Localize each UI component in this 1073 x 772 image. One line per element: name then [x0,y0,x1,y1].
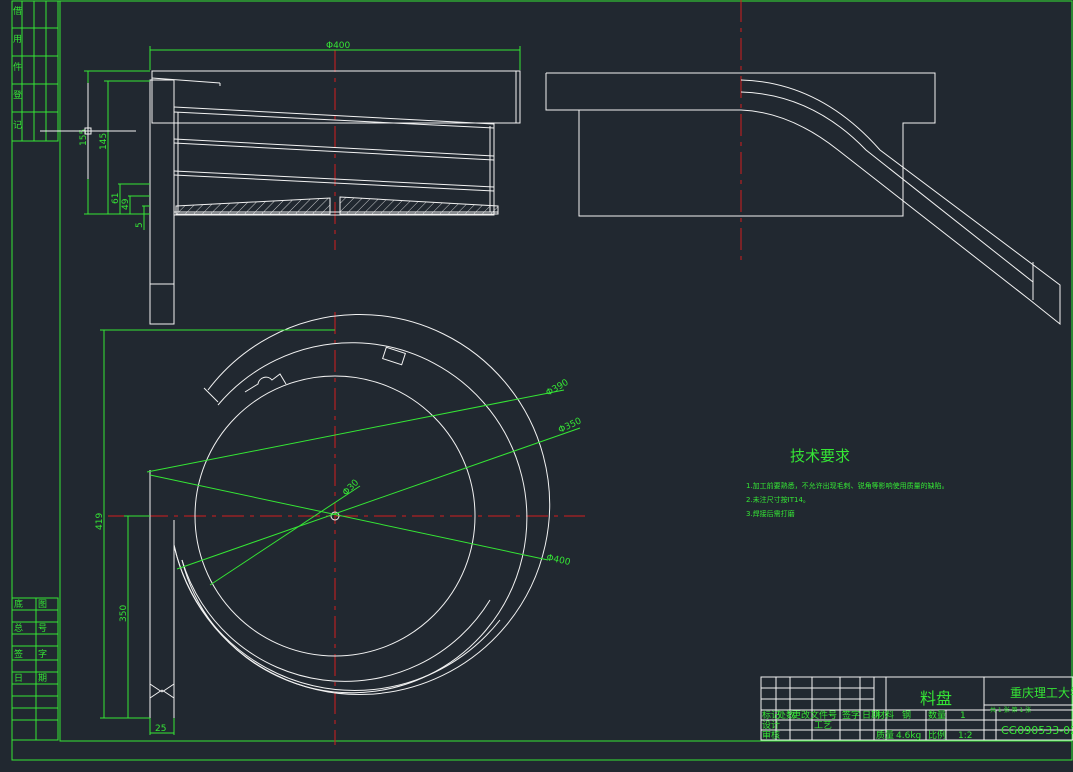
dim-dia-400: Φ400 [545,553,571,568]
tech-req-title: 技术要求 [790,447,850,465]
dim-v-inner: 350 [119,605,129,622]
dim-h-c: 5 [135,222,145,228]
scale-label: 比例 [928,729,946,741]
front-section-view [149,70,521,325]
top-view [149,314,551,718]
left-strip-label: 图 [38,599,47,610]
process-label: 工艺 [814,720,832,731]
mass-value: 4.6kg [896,731,921,741]
sign-label: 签字 [842,709,860,721]
check-label: 审核 [762,729,780,741]
material-label: 材料 [876,709,894,721]
left-strip-label: 日 [14,673,23,684]
side-view [545,72,1061,326]
mass-label: 质量 [876,729,894,741]
left-strip-label: 字 [38,648,47,660]
left-strip-label: 借 [13,5,22,17]
dim-dia-small: Φ30 [341,478,361,498]
quantity-value: 1 [960,711,966,721]
dim-chute-width: 25 [155,724,166,734]
left-strip-label: 签 [14,648,23,660]
dim-height-inner: 145 [99,133,109,150]
tech-req-item: 3.焊接后需打磨 [746,509,795,518]
dim-h-b: 49 [121,198,131,210]
qty-label: 数量 [928,709,946,721]
sign-label: 更改文件号 [792,709,837,721]
design-label: 设计 [762,719,780,731]
left-strip-label: 期 [38,673,47,684]
dim-v-total: 419 [95,513,105,530]
dim-h-a: 61 [111,193,121,204]
left-strip-label: 总 [14,622,23,634]
sign-label: 处数 [777,709,795,721]
dim-top-width: Φ400 [326,41,351,51]
front-dimensions: Φ400 155 145 61 49 5 [40,41,521,230]
left-strip-bottom: 底 图 总 号 签 字 日 期 [11,597,59,741]
dim-dia-outer: Φ390 [545,378,571,399]
cursor-pickbox [84,127,92,135]
left-strip-label: 底 [14,598,23,610]
left-strip-label: 件 [13,61,22,73]
centerlines [108,0,742,745]
title-block: 料盘 重庆理工大学 共 1 张 第 1 张 CG090533-02 材料 钢 数… [760,676,1073,741]
school-name: 重庆理工大学 [1010,685,1073,700]
left-strip-label: 用 [13,34,22,45]
drawing-frame [11,0,1073,761]
left-strip-top: 借 用 件 登 记 [11,0,59,142]
drawing-number: CG090533-02 [1001,724,1073,737]
sheet-info: 共 1 张 第 1 张 [990,706,1031,714]
tech-req-item: 1.加工前要熟悉，不允许出现毛刺、锐角等影响使用质量的缺陷。 [746,481,949,490]
sign-label: 日期 [862,710,880,721]
left-strip-label: 号 [38,623,47,634]
part-name: 料盘 [920,689,952,708]
left-strip-label: 登 [13,90,22,101]
left-strip-label: 记 [13,120,22,131]
material-value: 钢 [902,709,911,721]
top-dimensions: Φ390 Φ350 Φ30 Φ400 419 350 25 [95,329,584,735]
tech-req-item: 2.未注尺寸按IT14。 [746,495,810,504]
scale-value: 1:2 [958,731,972,741]
dim-dia-mid: Φ350 [557,416,583,435]
sign-label: 标记 [762,709,780,721]
dim-height-total: 155 [79,129,89,146]
technical-requirements: 技术要求 1.加工前要熟悉，不允许出现毛刺、锐角等影响使用质量的缺陷。 2.未注… [746,447,949,518]
